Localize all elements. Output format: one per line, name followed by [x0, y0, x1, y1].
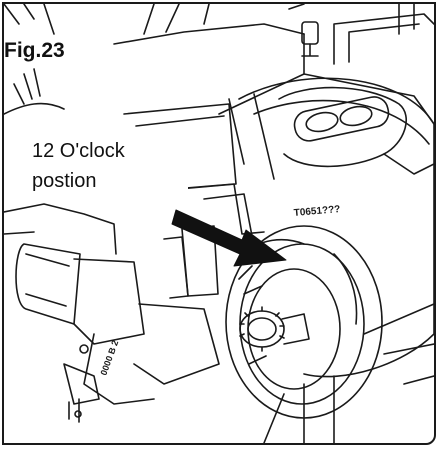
part-number-text: T0651???	[293, 204, 340, 219]
mounting-bracket	[123, 103, 265, 299]
pump-housing	[113, 4, 434, 443]
outlet-elbow	[218, 73, 434, 180]
svg-text:0000 B 2: 0000 B 2	[98, 339, 120, 377]
motor-block: 0000 B 2	[4, 203, 220, 423]
splined-shaft	[239, 306, 310, 352]
direction-arrow	[171, 209, 287, 267]
callout-line-2: postion	[32, 170, 97, 192]
callout-line-1: 12 O'clock	[32, 140, 125, 162]
figure-label: Fig.23	[4, 37, 73, 67]
position-callout: 12 O'clock postion	[26, 132, 188, 202]
cable-hose	[4, 4, 65, 115]
pump-assembly-drawing: 0000 B 2 T0651???	[4, 4, 434, 443]
figure-frame: 0000 B 2 T0651???	[2, 2, 436, 445]
